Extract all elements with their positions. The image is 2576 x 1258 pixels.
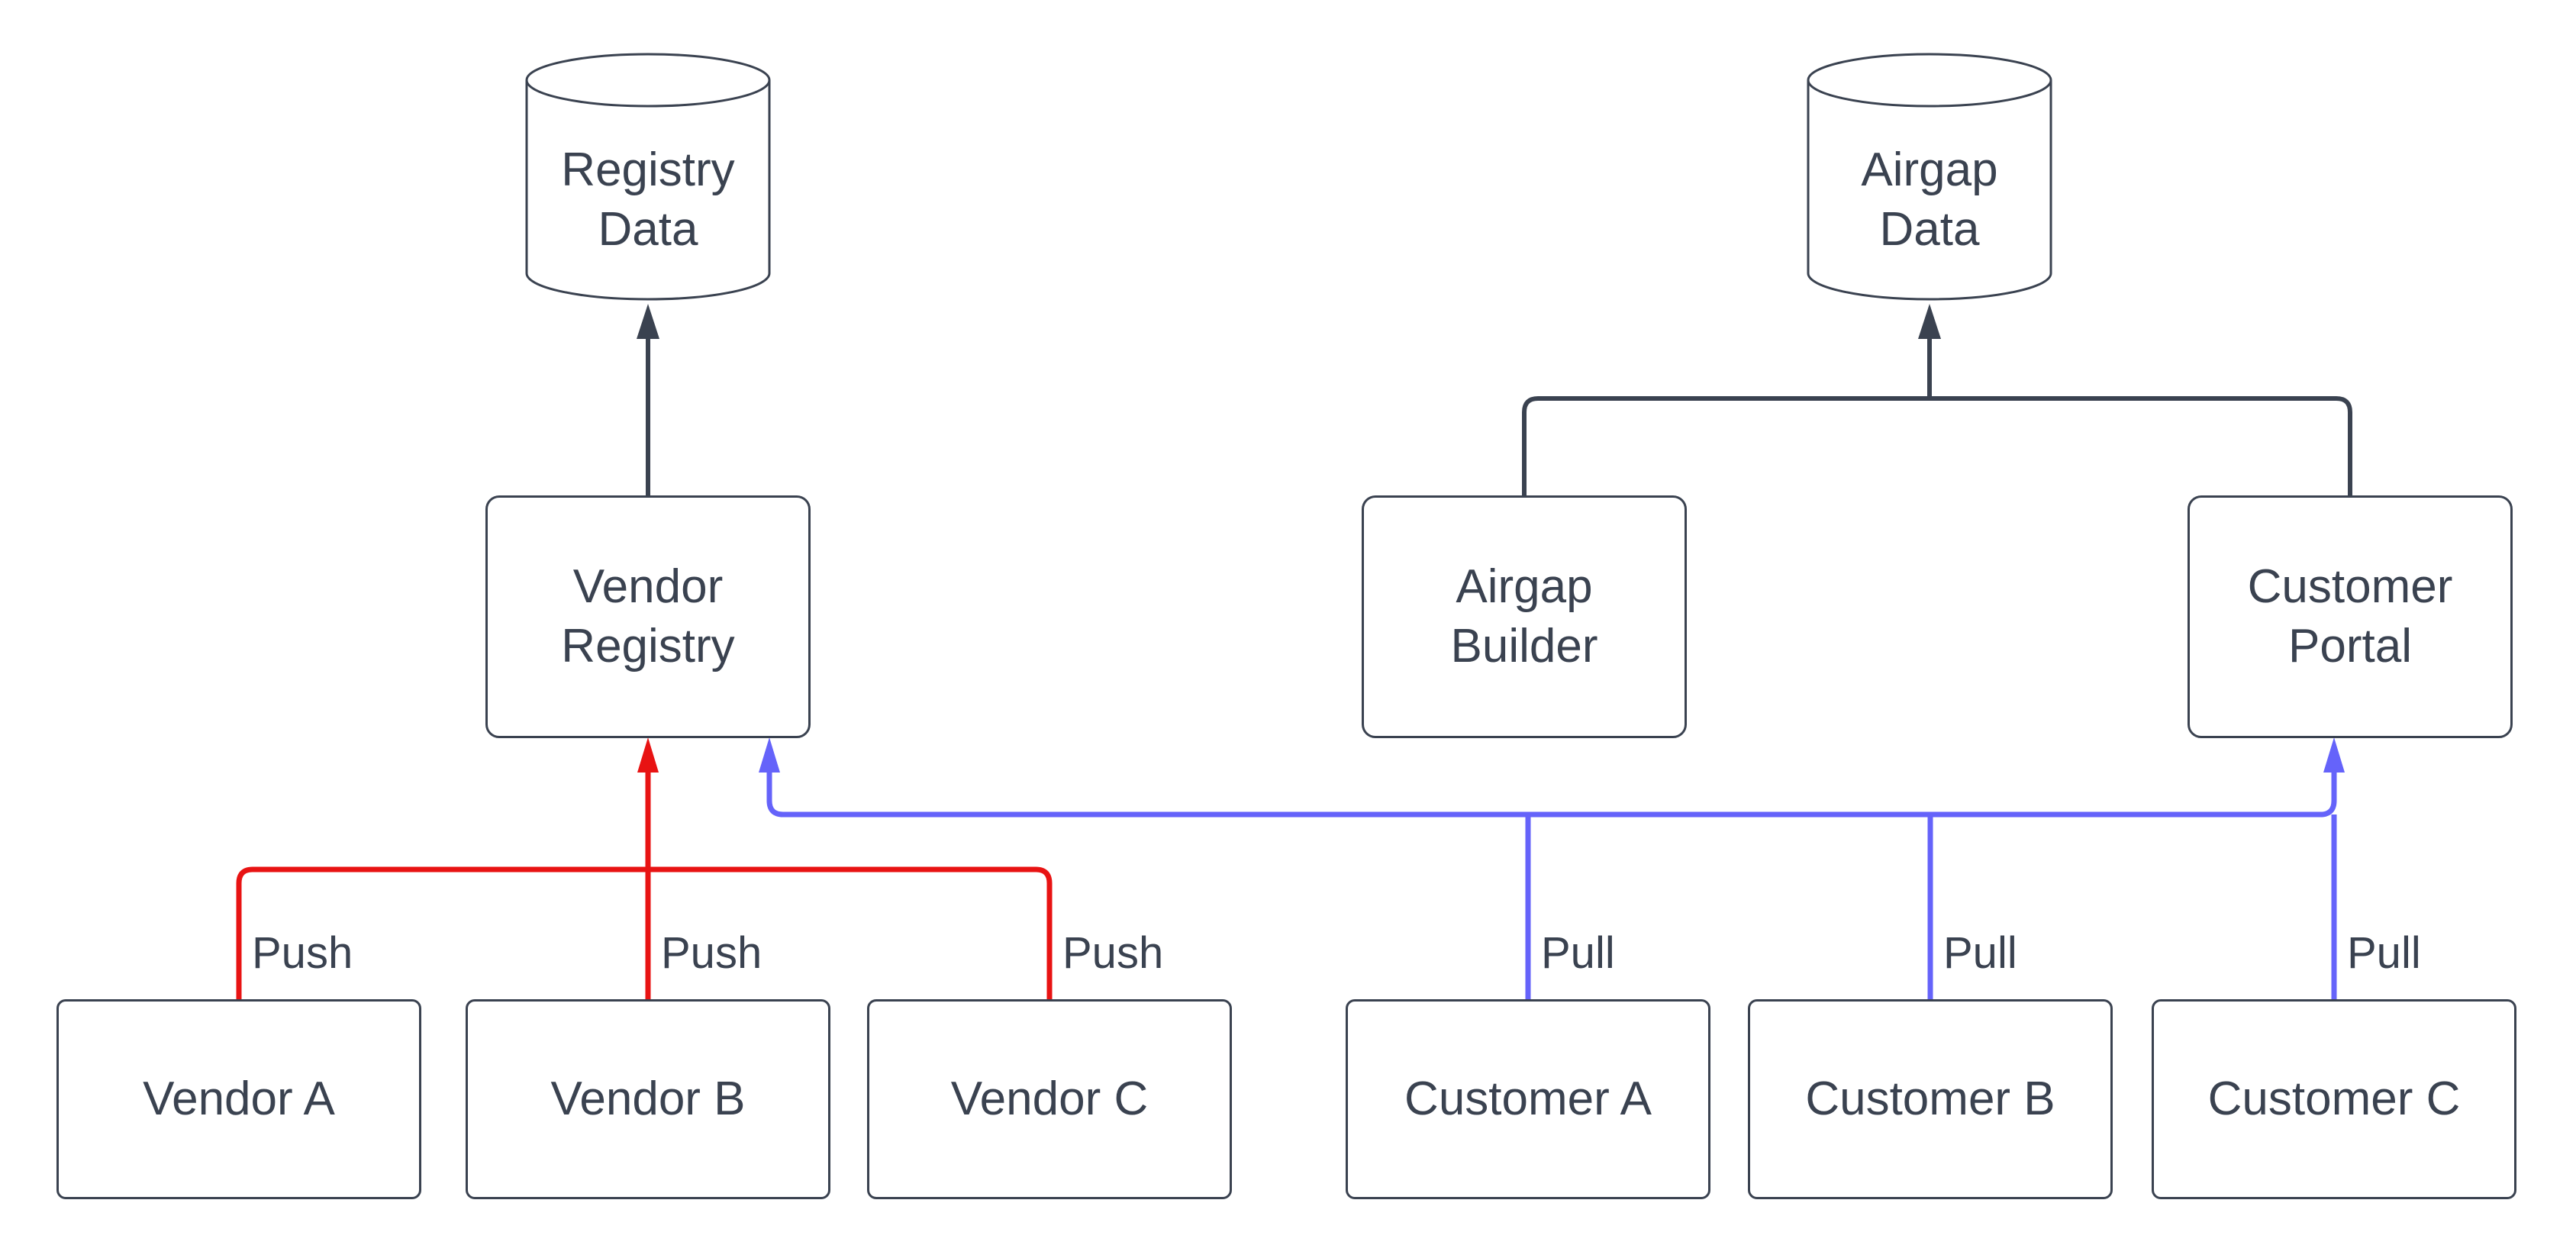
edge-label-pull-customer-b: Pull bbox=[1943, 928, 2017, 978]
arrowhead-pull-vendor-registry bbox=[759, 737, 780, 773]
cylinder-registry-data-body bbox=[525, 80, 771, 301]
edge-label-push-vendor-a: Push bbox=[252, 928, 353, 978]
node-vendor-a: Vendor A bbox=[56, 999, 421, 1199]
cylinder-registry-data-top bbox=[525, 53, 771, 108]
arrowhead-pull-customer-portal bbox=[2323, 737, 2345, 773]
arrowhead-airgap-data bbox=[1918, 304, 1941, 339]
node-airgap-builder: Airgap Builder bbox=[1362, 495, 1687, 738]
edge-label-pull-customer-a: Pull bbox=[1541, 928, 1615, 978]
node-customer-c: Customer C bbox=[2152, 999, 2516, 1199]
node-customer-b: Customer B bbox=[1748, 999, 2113, 1199]
edge-label-push-vendor-b: Push bbox=[661, 928, 762, 978]
node-vendor-c: Vendor C bbox=[867, 999, 1232, 1199]
node-vendor-b: Vendor B bbox=[466, 999, 830, 1199]
arrowhead-push-vendor-registry bbox=[637, 737, 659, 773]
node-vendor-registry: Vendor Registry bbox=[485, 495, 811, 738]
cylinder-airgap-data-top bbox=[1807, 53, 2052, 108]
cylinder-registry-data bbox=[525, 53, 771, 301]
edge-vendors-push-bus bbox=[236, 866, 1053, 999]
edge-label-push-vendor-c: Push bbox=[1062, 928, 1164, 978]
edge-customers-pull-bus bbox=[766, 773, 2337, 818]
node-label-airgap-data: Airgap Data bbox=[1861, 144, 1998, 256]
node-customer-portal: Customer Portal bbox=[2188, 495, 2513, 738]
node-customer-a: Customer A bbox=[1346, 999, 1710, 1199]
cylinder-airgap-data-body bbox=[1807, 80, 2052, 301]
node-label-registry-data: Registry Data bbox=[561, 144, 735, 256]
cylinder-airgap-data bbox=[1807, 53, 2052, 301]
arrowhead-registry-data bbox=[637, 304, 659, 339]
edge-airgap-builder-customer-portal-bus bbox=[1522, 396, 2352, 495]
edge-label-pull-customer-c: Pull bbox=[2347, 928, 2421, 978]
